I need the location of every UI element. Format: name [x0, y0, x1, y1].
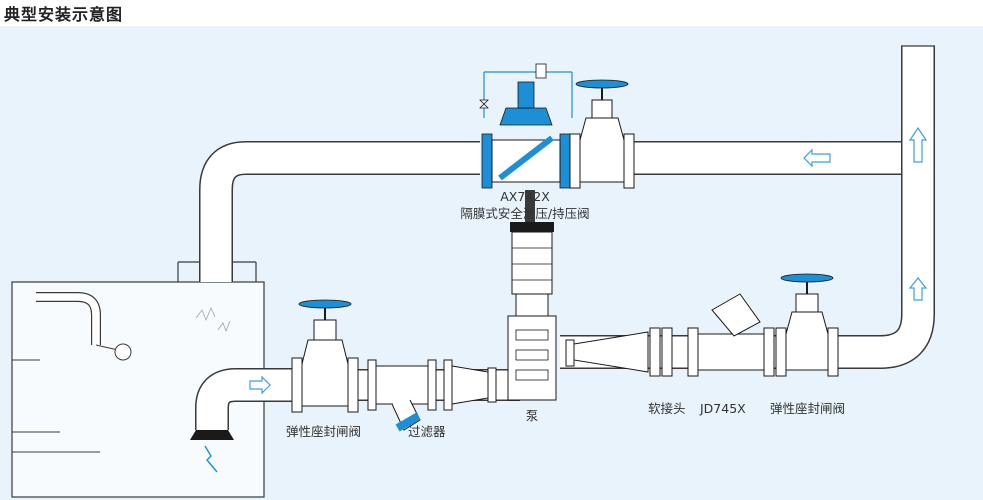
gate-valve-left-label: 弹性座封闸阀 — [286, 424, 361, 439]
ax742x-valve — [479, 63, 573, 189]
y-filter — [367, 359, 437, 432]
filter-label: 过滤器 — [408, 424, 446, 439]
top-gate-valve — [569, 79, 635, 189]
left-gate-valve — [291, 299, 359, 413]
soft-joint-label: 软接头 — [648, 401, 686, 416]
page-title: 典型安装示意图 — [4, 5, 124, 24]
jd745x-valve — [687, 293, 775, 377]
soft-joint — [565, 327, 673, 377]
flow-arrow-up-2 — [908, 126, 928, 163]
right-gate-valve — [775, 273, 839, 377]
flow-arrow-right — [249, 375, 271, 395]
gate-valve-right-label: 弹性座封闸阀 — [770, 401, 845, 416]
pump-label: 泵 — [526, 408, 539, 423]
reducer — [443, 359, 497, 411]
water-tank — [11, 261, 302, 498]
flow-arrow-left — [803, 148, 831, 168]
ax742x-model-label: AX742X — [500, 189, 550, 204]
jd745x-label: JD745X — [699, 401, 746, 416]
flow-arrow-up-1 — [908, 277, 928, 301]
pump — [507, 222, 557, 401]
ax742x-name-label: 隔膜式安全泄压/持压阀 — [460, 206, 589, 221]
